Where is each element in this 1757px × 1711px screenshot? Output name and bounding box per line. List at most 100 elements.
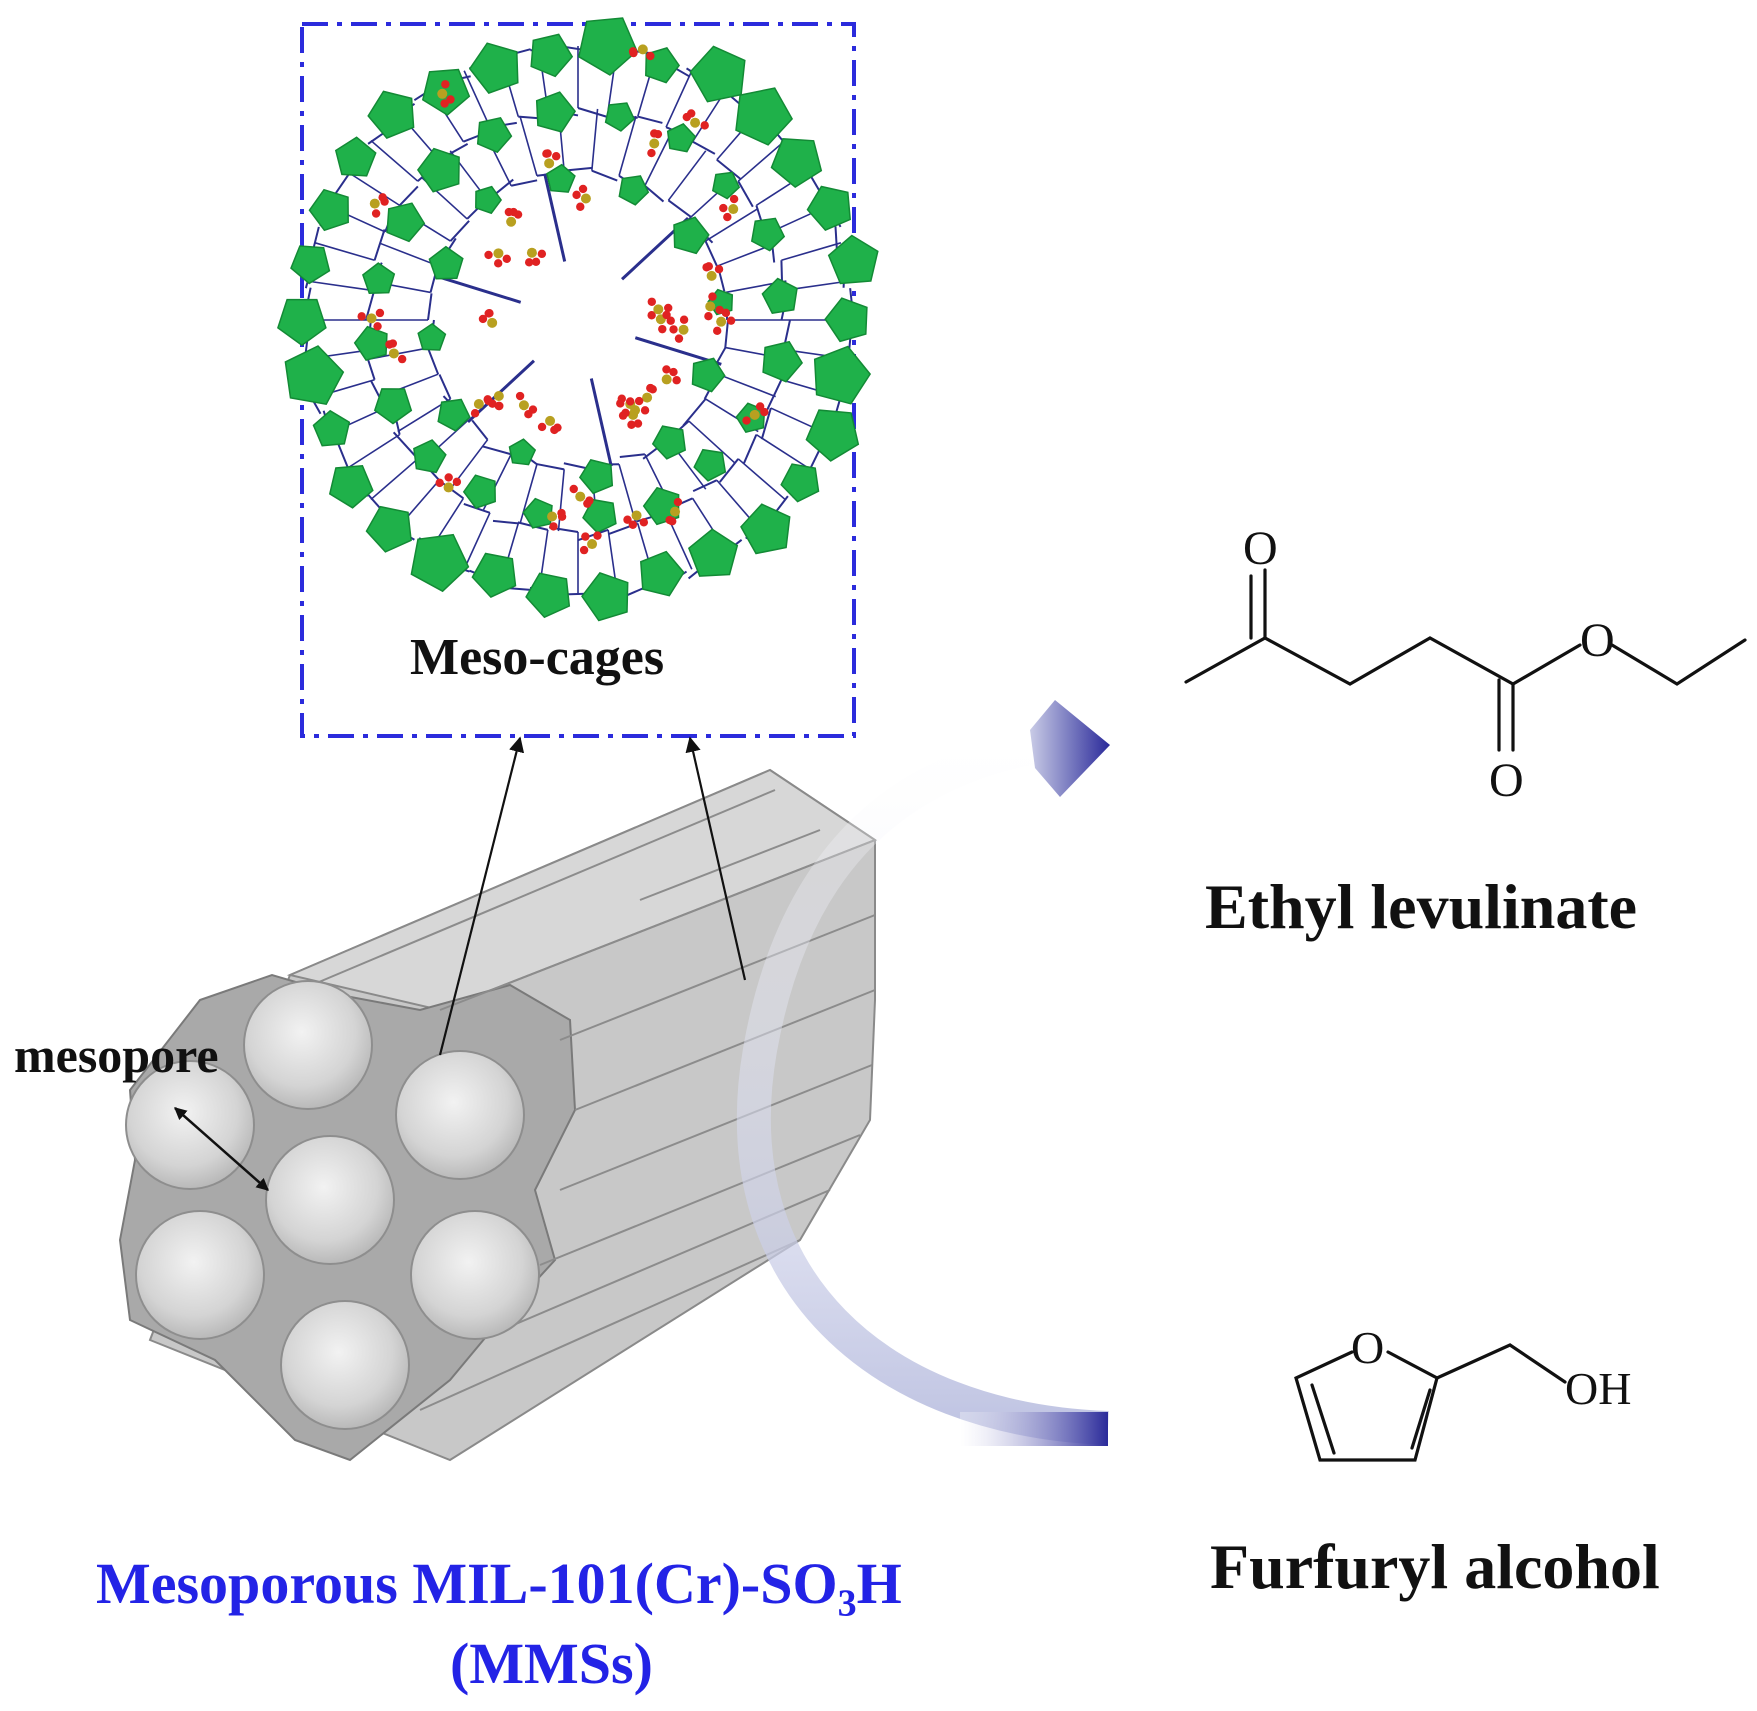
cage-polyhedron [674,217,709,253]
meso-cages-label: Meso-cages [410,628,664,687]
furfuryl-alcohol-label: Furfuryl alcohol [1210,1530,1660,1604]
oxygen-atom [705,262,713,270]
sulfur-atom [632,510,642,520]
oxygen-atom [723,213,731,221]
oxygen-atom [440,99,448,107]
cage-polyhedron [476,187,501,214]
cage-polyhedron [547,165,575,192]
oxygen-atom [372,209,380,217]
material-name-suffix: H [857,1551,902,1616]
cage-bond [520,116,537,176]
cage-bond [472,420,487,439]
oxygen-atom [672,376,680,384]
oxygen-atom [641,406,649,414]
furfuryl-alcohol-structure [1296,1345,1565,1460]
cage-bond [706,241,717,266]
cage-polyhedron [418,149,459,192]
oxygen-atom [514,210,522,218]
oxygen-atom [760,408,768,416]
oxygen-atom [627,421,635,429]
cage-bond [592,171,617,181]
oxygen-atom [538,423,546,431]
oxygen-atom [398,355,406,363]
material-name-subscript: 3 [838,1583,857,1625]
oxygen-atom [376,309,384,317]
oxygen-atom [626,397,634,405]
oxygen-atom [570,485,578,493]
pore [411,1211,539,1339]
sulfur-atom [437,89,447,99]
sulfur-atom [638,44,648,54]
process-arc-tail [960,1412,1108,1446]
material-name-prefix: Mesoporous MIL-101(Cr)-SO [96,1551,838,1616]
oxygen-atom [444,473,452,481]
oxygen-atom [662,311,670,319]
cage-bond [638,117,663,123]
cage-polyhedron [763,342,802,382]
oxygen-atom [669,325,677,333]
ethyl-levulinate-structure [1186,570,1745,750]
sulfur-atom [389,348,399,358]
cage-polyhedron [806,410,858,461]
sulfur-atom [487,318,497,328]
cage-polyhedron [429,247,462,279]
cage-bond [371,459,418,500]
cage-polyhedron [472,554,515,598]
ethyl-levulinate-label: Ethyl levulinate [1205,870,1637,944]
oxygen-atom [580,546,588,554]
oxygen-atom [664,304,672,312]
cage-polyhedron [291,246,329,283]
cage-polyhedron [653,426,685,459]
cage-bond [725,320,728,348]
sulfur-atom [494,391,504,401]
cage-polyhedron [470,43,518,93]
cage-bond [620,454,645,457]
oxygen-atom [658,325,666,333]
oxygen-atom [378,193,386,201]
sulfur-atom [649,138,659,148]
sulfur-atom [642,393,652,403]
cage-polyhedron [619,176,648,205]
cage-bond [683,399,705,426]
oxygen-atom [704,312,712,320]
el-carbonyl-oxygen: O [1489,754,1524,807]
pore [266,1136,394,1264]
sulfur-atom [366,313,376,323]
oxygen-atom [640,518,648,526]
sulfur-atom [474,399,484,409]
cage-bond [450,221,469,241]
oxygen-atom [373,322,381,330]
cage-polyhedron [368,91,413,138]
sulfur-atom [519,400,529,410]
cage-bond [483,446,511,454]
sulfur-atom [716,317,726,327]
cage-bond [435,276,521,303]
material-name-label: Mesoporous MIL-101(Cr)-SO3H [96,1550,902,1626]
oxygen-atom [616,399,624,407]
cage-polyhedron [713,172,739,198]
oxygen-atom [453,478,461,486]
cage-bond [439,375,450,399]
pore [244,981,372,1109]
oxygen-atom [581,532,589,540]
sulfur-atom [370,199,380,209]
sulfur-atom [545,416,555,426]
cage-bond [307,281,368,290]
oxygen-atom [648,298,656,306]
oxygen-atom [552,152,560,160]
cage-bond [371,141,418,182]
oxygen-atom [683,113,691,121]
oxygen-atom [742,416,750,424]
oxygen-atom [503,255,511,263]
oxygen-atom [646,384,654,392]
oxygen-atom [715,265,723,273]
oxygen-atom [593,531,601,539]
fa-ring-oxygen: O [1351,1322,1384,1373]
cage-bond [428,293,432,320]
oxygen-atom [495,402,503,410]
cage-polyhedron [808,187,851,231]
cage-bond [668,200,691,217]
oxygen-atom [529,405,537,413]
cage-polyhedron [606,103,635,131]
